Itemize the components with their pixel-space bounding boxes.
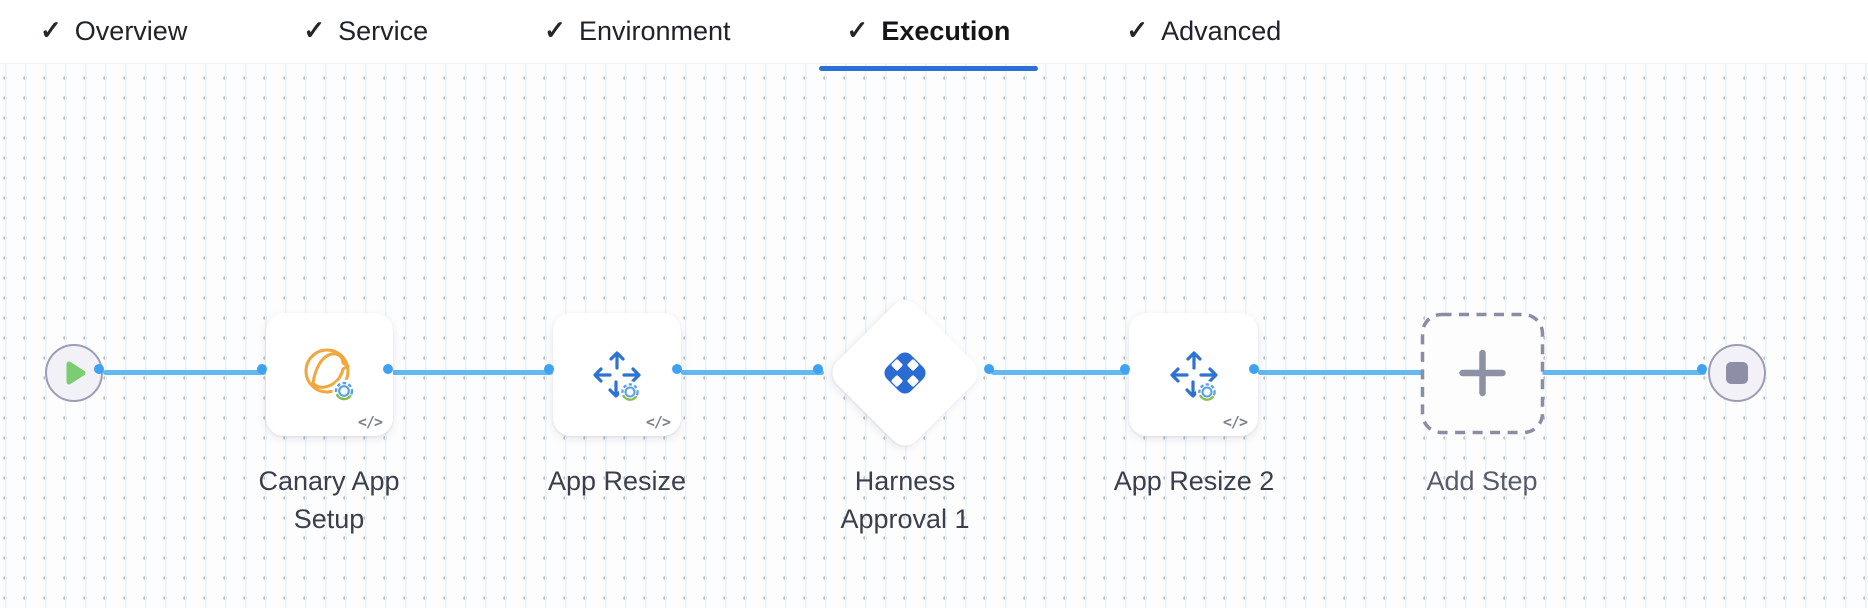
end-node[interactable]	[1708, 344, 1766, 402]
resize-arrows-icon	[593, 350, 641, 403]
port-resize-out[interactable]	[672, 364, 682, 374]
port-approval-in[interactable]	[813, 364, 823, 374]
resize-arrows-icon	[1169, 350, 1218, 403]
start-node[interactable]	[45, 344, 103, 402]
edge-resize-to-approval	[681, 370, 824, 375]
port-canary-in[interactable]	[257, 364, 267, 374]
gear-icon	[1195, 380, 1218, 403]
node-app-resize[interactable]: </>	[553, 313, 681, 436]
plus-icon	[1459, 349, 1506, 397]
edge-start-to-canary	[103, 370, 266, 375]
pipeline-canvas[interactable]: </> </>	[0, 64, 1868, 608]
template-code-icon: </>	[1222, 413, 1248, 431]
gear-icon	[619, 380, 641, 403]
node-harness-approval-1[interactable]	[825, 293, 985, 453]
port-resize2-out[interactable]	[1249, 364, 1259, 374]
check-icon: ✓	[40, 15, 62, 45]
stop-icon	[1726, 362, 1748, 384]
check-icon: ✓	[1126, 15, 1149, 45]
node-app-resize-2[interactable]: </>	[1129, 313, 1258, 436]
gear-icon	[332, 379, 355, 402]
tab-label: Advanced	[1161, 16, 1282, 46]
tab-label: Environment	[578, 16, 731, 46]
tab-overview[interactable]: ✓ Overview	[12, 0, 215, 63]
port-resize2-in[interactable]	[1120, 364, 1130, 374]
tab-advanced[interactable]: ✓ Advanced	[1098, 0, 1309, 63]
port-start-out[interactable]	[94, 364, 104, 374]
node-canary-app-setup[interactable]: </>	[266, 313, 393, 436]
active-tab-underline	[818, 66, 1039, 71]
add-step-button[interactable]	[1420, 312, 1545, 435]
tab-service[interactable]: ✓ Service	[275, 0, 456, 63]
tab-label: Service	[338, 16, 429, 46]
tab-execution[interactable]: ✓ Execution	[818, 0, 1039, 71]
canary-bird-icon	[304, 348, 355, 402]
edge-resize2-to-addstep	[1258, 370, 1424, 375]
node-label-add-step: Add Step	[1426, 466, 1538, 496]
tab-label: Execution	[881, 16, 1011, 46]
port-end-in[interactable]	[1697, 364, 1707, 374]
check-icon: ✓	[544, 15, 566, 45]
template-code-icon: </>	[645, 413, 671, 431]
check-icon: ✓	[846, 15, 869, 45]
node-label-canary-app-setup: Canary App Setup	[258, 466, 400, 534]
play-icon	[66, 361, 86, 385]
port-canary-out[interactable]	[383, 364, 393, 374]
port-resize-in[interactable]	[544, 364, 554, 374]
node-label-harness-approval-1: Harness Approval 1	[840, 466, 970, 534]
tab-environment[interactable]: ✓ Environment	[516, 0, 758, 63]
edge-approval-to-resize2	[991, 370, 1129, 375]
edge-canary-to-resize	[392, 370, 553, 375]
tab-label: Overview	[74, 16, 188, 46]
stage-tab-bar: ✓ Overview ✓ Service ✓ Environment ✓ Exe…	[0, 0, 1868, 71]
node-label-app-resize: App Resize	[547, 466, 687, 496]
template-code-icon: </>	[357, 413, 383, 431]
node-label-app-resize-2: App Resize 2	[1113, 466, 1275, 496]
edge-addstep-to-end	[1541, 370, 1706, 375]
port-approval-out[interactable]	[984, 364, 994, 374]
check-icon: ✓	[303, 15, 326, 45]
